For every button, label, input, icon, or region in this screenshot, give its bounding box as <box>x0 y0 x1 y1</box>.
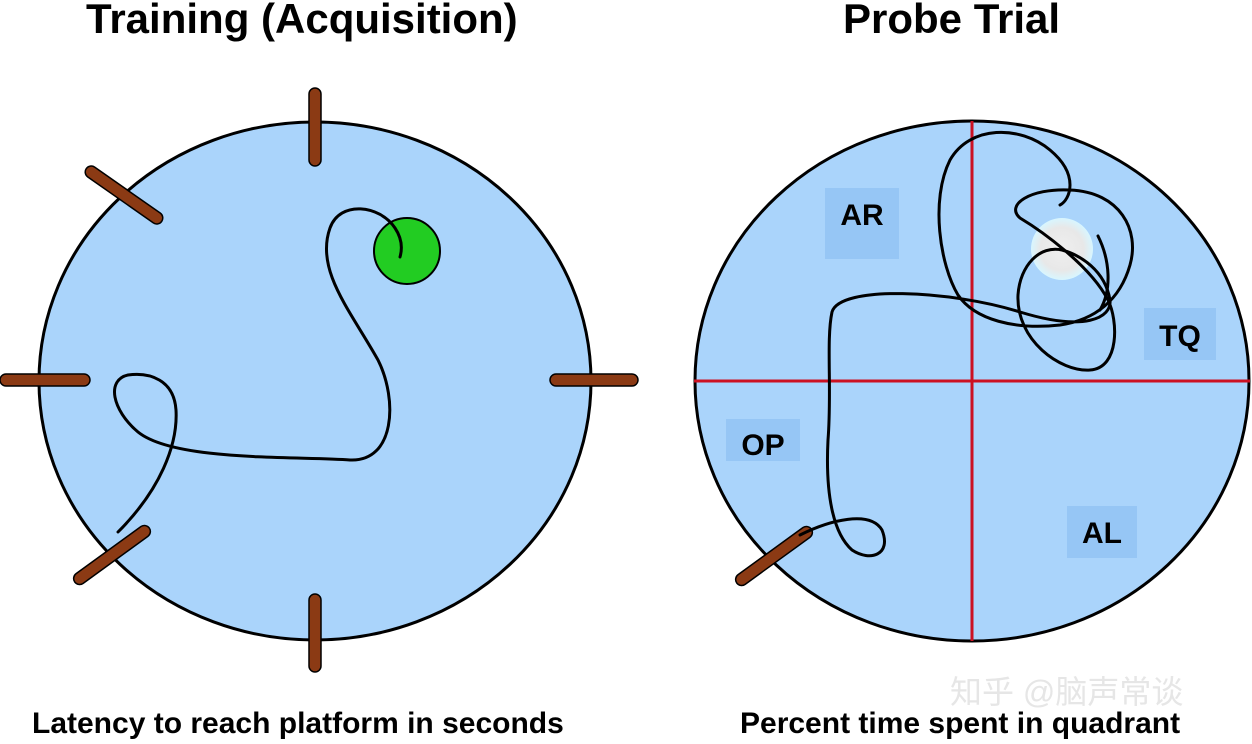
training-cue-bottom <box>308 593 322 673</box>
watermark: 知乎 @脑声常谈 <box>950 674 1184 710</box>
quadrant-label-al: AL <box>1082 517 1122 550</box>
training-title: Training (Acquisition) <box>86 0 518 42</box>
probe-swim-path-tail <box>1096 234 1110 312</box>
probe-caption: Percent time spent in quadrant <box>740 707 1181 740</box>
training-cue-upper-left <box>84 165 164 225</box>
probe-pool-group: AR TQ OP AL <box>693 119 1251 643</box>
training-cue-lower-left <box>72 524 152 586</box>
quadrant-label-tq: TQ <box>1159 320 1201 353</box>
training-pool-group <box>0 87 639 673</box>
quadrant-label-ar: AR <box>840 199 884 232</box>
probe-title: Probe Trial <box>843 0 1061 42</box>
training-cue-right <box>549 373 639 387</box>
quadrant-label-op: OP <box>741 429 784 462</box>
training-caption: Latency to reach platform in seconds <box>32 707 564 740</box>
training-cue-top <box>308 87 322 167</box>
probe-swim-path <box>798 130 1134 558</box>
training-cue-left <box>0 373 91 387</box>
training-platform <box>373 217 441 285</box>
training-swim-path <box>113 207 403 534</box>
